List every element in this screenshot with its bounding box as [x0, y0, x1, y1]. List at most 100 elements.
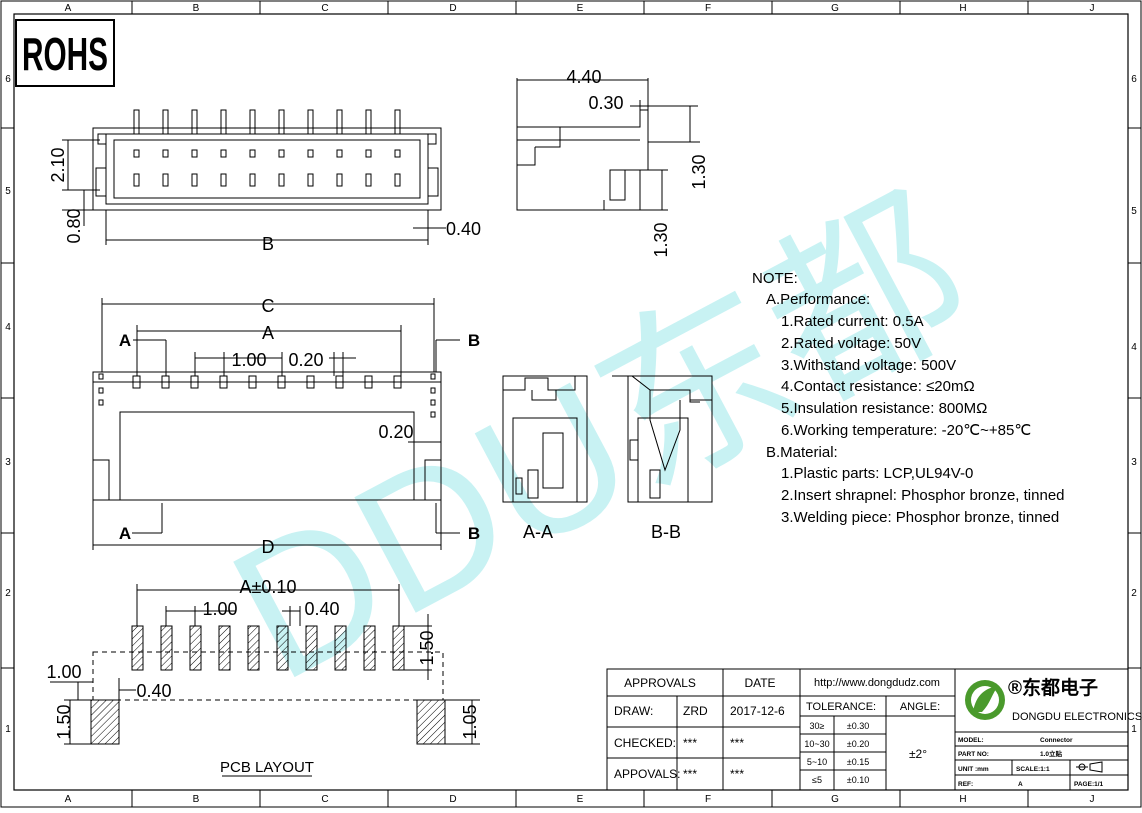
pcb-dim-1-05: 1.05 — [460, 704, 480, 739]
tb-checked-date: *** — [730, 736, 744, 750]
projection-symbol-icon — [1076, 761, 1103, 773]
tb-tol-value: ±0.15 — [847, 757, 869, 767]
col-label: E — [577, 794, 584, 805]
tb-tol-range: ≤5 — [812, 775, 822, 785]
col-label: D — [449, 3, 456, 14]
tb-model-label: MODEL: — [958, 737, 984, 744]
front-view — [92, 298, 460, 550]
col-label: A — [65, 794, 72, 805]
row-label: 4 — [1131, 342, 1137, 353]
tb-tol-range: 30≥ — [810, 721, 825, 731]
note-line: 2.Insert shrapnel: Phosphor bronze, tinn… — [781, 487, 1065, 504]
pcb-dim-0-40-left: 0.40 — [136, 681, 171, 701]
note-line: 3.Withstand voltage: 500V — [781, 357, 956, 374]
row-label: 5 — [5, 186, 11, 197]
section-mark-B-top: B — [468, 331, 480, 350]
note-line: 4.Contact resistance: ≤20mΩ — [781, 378, 975, 395]
tb-part-value: 1.0立贴 — [1040, 749, 1063, 758]
section-mark-B-bottom: B — [468, 524, 480, 543]
tb-tol-range: 10~30 — [804, 739, 829, 749]
row-label: 2 — [5, 588, 11, 599]
notes-b-title: B.Material: — [766, 444, 838, 461]
side-view — [516, 78, 700, 211]
col-label: J — [1090, 3, 1095, 14]
pcb-layout — [50, 584, 480, 777]
section-aa-label: A-A — [523, 522, 553, 542]
tb-date-header: DATE — [744, 676, 775, 690]
tb-page-label: PAGE:1/1 — [1074, 781, 1104, 788]
row-label: 1 — [5, 724, 11, 735]
tb-part-label: PART NO: — [958, 751, 989, 758]
row-label: 5 — [1131, 206, 1137, 217]
section-bb-label: B-B — [651, 522, 681, 542]
dim-top-B: B — [262, 234, 274, 254]
note-line: 3.Welding piece: Phosphor bronze, tinned — [781, 509, 1059, 526]
dim-side-1-30-upper: 1.30 — [689, 154, 709, 189]
row-label: 3 — [1131, 457, 1137, 468]
row-label: 3 — [5, 457, 11, 468]
pcb-dim-A-tol: A±0.10 — [240, 577, 297, 597]
dim-front-C: C — [262, 296, 275, 316]
tb-model-value: Connector — [1040, 737, 1073, 744]
tb-draw-name: ZRD — [683, 704, 708, 718]
pcb-dim-1-50-pad: 1.50 — [417, 630, 437, 665]
tb-appovals-name: *** — [683, 767, 697, 781]
rohs-label: ROHS — [22, 28, 108, 80]
section-aa — [502, 375, 588, 503]
dim-side-0-30: 0.30 — [588, 93, 623, 113]
tb-tolerance: TOLERANCE: — [806, 701, 876, 713]
top-view — [62, 109, 446, 245]
col-label: E — [577, 3, 584, 14]
dim-top-0-40: 0.40 — [446, 219, 481, 239]
col-label: G — [831, 794, 839, 805]
tb-draw-label: DRAW: — [614, 704, 653, 718]
dim-side-4-40: 4.40 — [566, 67, 601, 87]
tb-tol-value: ±0.30 — [847, 721, 869, 731]
pcb-dim-1-00-left: 1.00 — [46, 662, 81, 682]
tb-checked-name: *** — [683, 736, 697, 750]
col-label: D — [449, 794, 456, 805]
pcb-dim-1-00: 1.00 — [202, 599, 237, 619]
col-label: H — [959, 794, 966, 805]
tb-approvals: APPROVALS — [624, 676, 696, 690]
pcb-dim-1-50-big: 1.50 — [54, 704, 74, 739]
dim-side-1-30-lower: 1.30 — [651, 222, 671, 257]
tb-checked-label: CHECKED: — [614, 736, 676, 750]
section-mark-A-top: A — [119, 331, 131, 350]
tb-draw-date: 2017-12-6 — [730, 704, 785, 718]
watermark: DDU东都 — [201, 162, 1000, 721]
row-label: 2 — [1131, 588, 1137, 599]
row-label: 6 — [5, 74, 11, 85]
dim-front-D: D — [262, 537, 275, 557]
border-columns: A B C D E F G H J A B C D E F G H J — [65, 3, 1095, 805]
border-rows: 6 5 4 3 2 1 6 5 4 3 2 1 — [5, 74, 1137, 735]
tb-appovals-label: APPOVALS: — [614, 767, 680, 781]
col-label: C — [321, 3, 328, 14]
tb-url: http://www.dongdudz.com — [814, 677, 940, 689]
tb-angle-value: ±2° — [909, 747, 927, 761]
title-block — [606, 668, 1129, 791]
dim-front-0-20-side: 0.20 — [378, 422, 413, 442]
dim-front-1-00: 1.00 — [231, 350, 266, 370]
row-label: 1 — [1131, 724, 1137, 735]
col-label: A — [65, 3, 72, 14]
row-label: 4 — [5, 322, 11, 333]
col-label: J — [1090, 794, 1095, 805]
col-label: C — [321, 794, 328, 805]
tb-tol-value: ±0.20 — [847, 739, 869, 749]
col-label: H — [959, 3, 966, 14]
tb-company-en: DONGDU ELECTRONICS — [1012, 711, 1142, 723]
note-line: 6.Working temperature: -20℃~+85℃ — [781, 422, 1031, 439]
row-label: 6 — [1131, 74, 1137, 85]
col-label: B — [193, 794, 200, 805]
dim-top-0-80: 0.80 — [64, 208, 84, 243]
notes-block: NOTE: A.Performance: 1.Rated current: 0.… — [752, 270, 1065, 526]
rohs-box — [15, 19, 115, 87]
tb-ref-label: REF: — [958, 781, 973, 788]
dim-front-A: A — [262, 323, 274, 343]
col-label: G — [831, 3, 839, 14]
tb-angle-header: ANGLE: — [900, 701, 940, 713]
col-label: F — [705, 794, 711, 805]
notes-title: NOTE: — [752, 270, 798, 287]
